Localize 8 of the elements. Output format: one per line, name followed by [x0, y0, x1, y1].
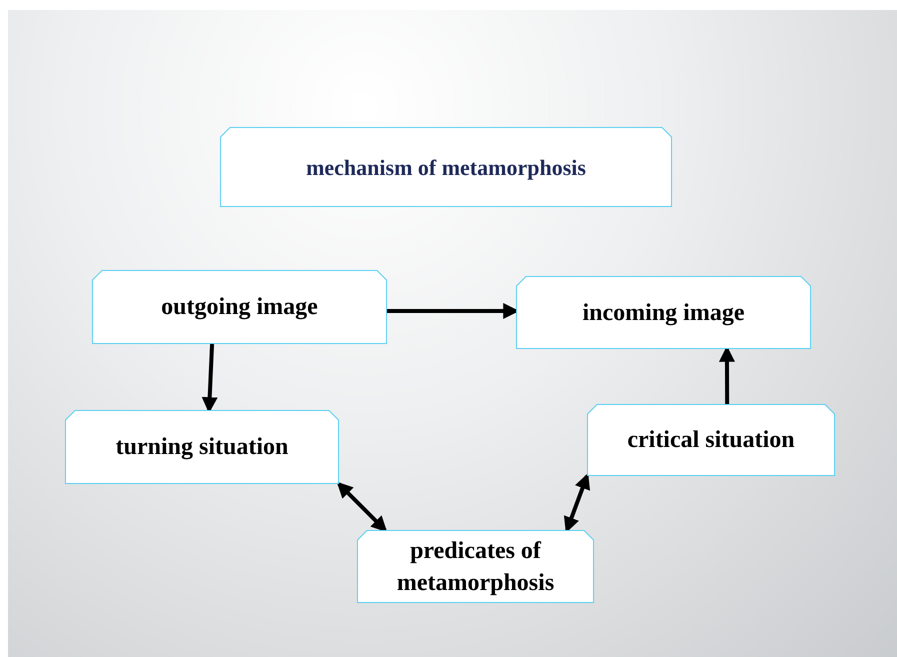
text-box: turning situation: [65, 410, 339, 484]
text-box: critical situation: [587, 404, 835, 476]
text-box: incoming image: [516, 276, 811, 349]
text-box: predicates of metamorphosis: [357, 530, 594, 603]
arrow: [564, 473, 590, 533]
arrow: [336, 482, 388, 532]
text-box: mechanism of metamorphosis: [220, 127, 672, 207]
text-box: outgoing image: [92, 270, 387, 344]
